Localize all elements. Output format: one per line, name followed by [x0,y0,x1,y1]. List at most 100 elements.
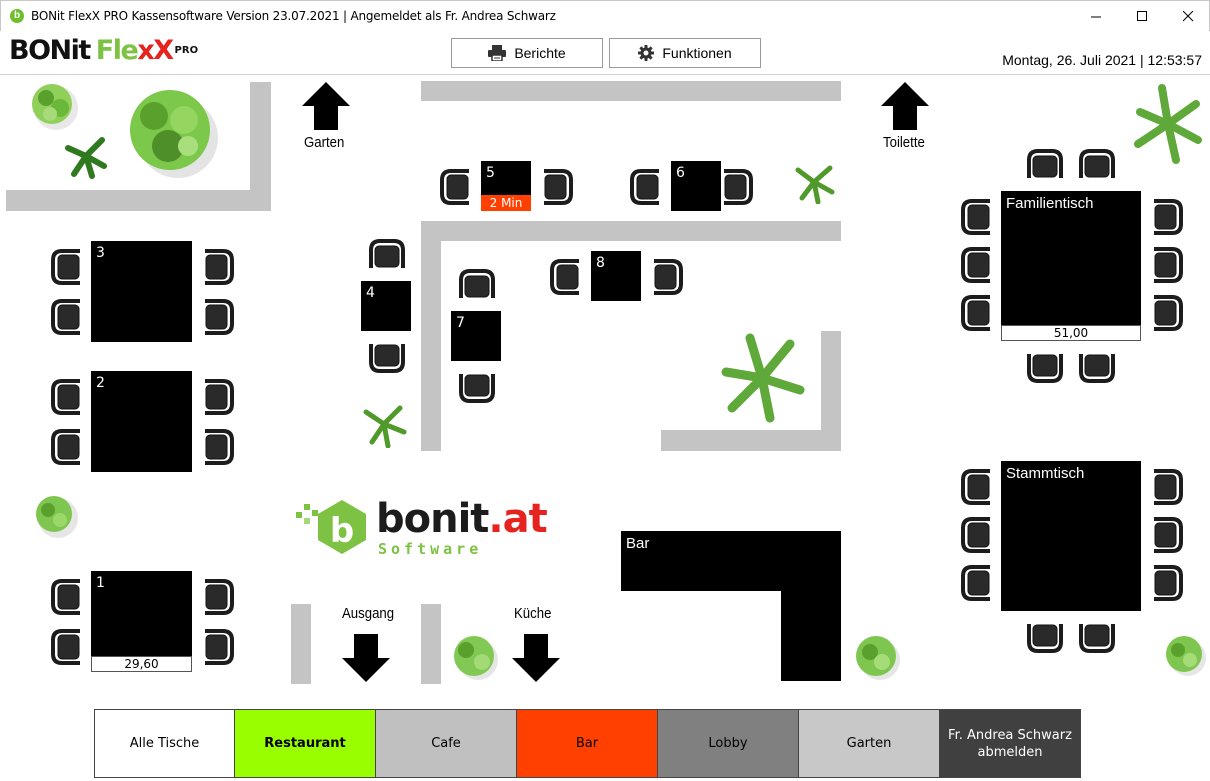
label-garten: Garten [304,134,345,151]
brand-sub: Software [378,540,483,558]
bonit-b-letter: b [330,511,354,551]
label-ausgang: Ausgang [342,605,395,622]
tab-label: Lobby [708,736,748,751]
label-toilette: Toilette [883,134,925,151]
berichte-button[interactable]: Berichte [451,38,603,68]
arrow-down-icon [512,634,560,682]
wall [821,331,841,451]
table-amount: 51,00 [1001,325,1141,341]
wall [291,604,311,684]
chair-icon [1078,148,1116,186]
table-number: 7 [456,315,465,331]
table-name: Bar [626,535,650,552]
bar-counter [781,531,841,681]
chair-icon [197,428,235,466]
chair-icon [197,378,235,416]
brand-name-main: bonit [376,496,489,542]
table-familientisch[interactable]: Familientisch 51,00 [1001,191,1141,341]
brand-name-tld: .at [488,496,547,542]
table-amount: 29,60 [91,656,192,672]
tab-label: Cafe [431,736,461,751]
maximize-button[interactable] [1119,1,1165,32]
table-7[interactable]: 7 [451,311,501,361]
chair-icon [960,564,998,602]
tab-lobby[interactable]: Lobby [658,709,799,778]
chair-icon [50,428,88,466]
palm-icon [721,333,805,423]
chair-icon [1026,616,1064,654]
chair-icon [1146,516,1184,554]
arrow-down-icon [342,634,390,682]
tab-label: Alle Tische [129,736,200,751]
chair-icon [1078,616,1116,654]
table-number: 2 [96,375,105,391]
wall [250,82,271,210]
chair-icon [960,246,998,284]
chair-icon [1146,468,1184,506]
chair-icon [1146,198,1184,236]
plant-icon [454,636,498,680]
table-name: Stammtisch [1006,465,1085,482]
tab-label: Restaurant [264,736,346,751]
wall [421,221,841,241]
current-datetime: Montag, 26. Juli 2021 | 12:53:57 [1002,52,1202,68]
funktionen-button[interactable]: Funktionen [609,38,761,68]
chair-icon [716,168,754,206]
gear-icon [638,45,655,61]
chair-icon [50,378,88,416]
chair-icon [646,258,684,296]
minimize-icon [1090,16,1101,18]
logout-button[interactable]: Fr. Andrea Schwarz abmelden [940,709,1081,778]
chair-icon [458,366,496,404]
table-1[interactable]: 1 29,60 [91,571,192,672]
table-stammtisch[interactable]: Stammtisch [1001,461,1141,611]
plant-icon [363,405,407,448]
chair-icon [1146,246,1184,284]
area-tabs: Alle Tische Restaurant Cafe Bar Lobby Ga… [94,709,1081,778]
table-timer: 2 Min [481,195,531,211]
window-title: BONit FlexX PRO Kassensoftware Version 2… [31,9,556,23]
chair-icon [1026,346,1064,384]
chair-icon [549,258,587,296]
close-button[interactable] [1165,1,1210,32]
chair-icon [629,168,667,206]
table-number: 3 [96,245,105,261]
tab-garten[interactable]: Garten [799,709,940,778]
window-titlebar: b BONit FlexX PRO Kassensoftware Version… [0,0,1210,31]
palm-icon [65,137,107,179]
chair-icon [197,628,235,666]
table-5[interactable]: 5 2 Min [481,161,531,211]
palm-icon [1134,84,1202,164]
plant-icon [795,165,835,204]
bonit-b-icon: b [296,500,366,554]
chair-icon [50,298,88,336]
chair-icon [458,268,496,306]
tab-alle-tische[interactable]: Alle Tische [94,709,235,778]
arrow-up-icon [302,82,350,130]
table-3[interactable]: 3 [91,241,192,342]
table-number: 6 [676,165,685,181]
plant-icon [856,636,900,680]
table-4[interactable]: 4 [361,281,411,331]
tab-cafe[interactable]: Cafe [376,709,517,778]
berichte-label: Berichte [514,45,566,61]
tab-restaurant[interactable]: Restaurant [235,709,376,778]
table-bar[interactable]: Bar [621,531,781,591]
plant-icon [1166,636,1206,676]
table-8[interactable]: 8 [591,251,641,301]
tab-label: Garten [846,736,892,751]
table-2[interactable]: 2 [91,371,192,472]
chair-icon [536,168,574,206]
minimize-button[interactable] [1073,1,1119,32]
bonit-at-logo: b bonit.at Software [296,496,586,560]
table-6[interactable]: 6 [671,161,721,211]
tab-bar[interactable]: Bar [517,709,658,778]
table-number: 8 [596,255,605,271]
label-kueche: Küche [514,605,552,622]
plant-icon [32,84,78,130]
chair-icon [50,628,88,666]
table-name: Familientisch [1006,195,1094,212]
chair-icon [1026,148,1064,186]
